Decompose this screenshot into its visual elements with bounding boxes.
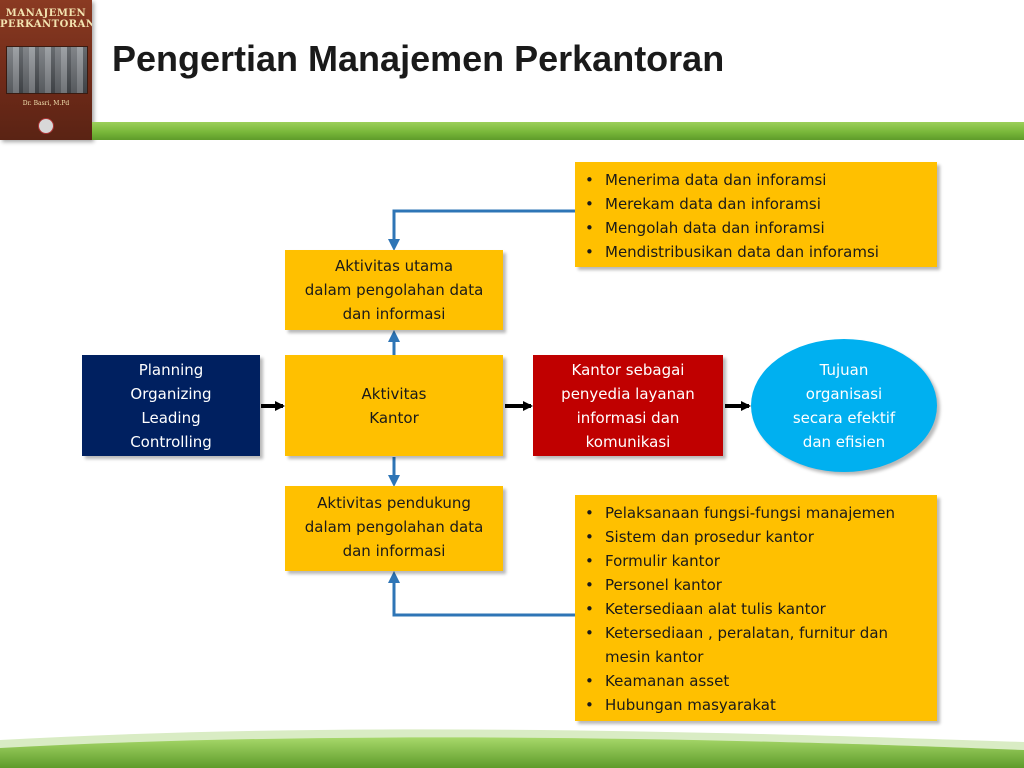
management-functions-box: Planning Organizing Leading Controlling (82, 355, 260, 456)
list-item: Mendistribusikan data dan inforamsi (583, 240, 929, 264)
arrow-support-list-to-support (388, 571, 575, 617)
list-item: Hubungan masyarakat (583, 693, 929, 717)
support-activity-list-box: Pelaksanaan fungsi-fungsi manajemen Sist… (575, 495, 937, 721)
list-item: Menerima data dan inforamsi (583, 168, 929, 192)
list-item: Mengolah data dan inforamsi (583, 216, 929, 240)
organization-goal-ellipse: Tujuan organisasi secara efektif dan efi… (751, 339, 937, 472)
arrow-main-list-to-main (388, 209, 575, 251)
book-title: MANAJEMEN PERKANTORAN (0, 8, 92, 30)
main-activity-box: Aktivitas utama dalam pengolahan data da… (285, 250, 503, 330)
support-activity-box: Aktivitas pendukung dalam pengolahan dat… (285, 486, 503, 571)
main-activity-list-box: Menerima data dan inforamsi Merekam data… (575, 162, 937, 267)
list-item: Sistem dan prosedur kantor (583, 525, 929, 549)
book-author: Dr. Basri, M.Pd (22, 100, 70, 107)
page-title: Pengertian Manajemen Perkantoran (112, 38, 725, 79)
list-item: Merekam data dan inforamsi (583, 192, 929, 216)
publisher-logo-icon (38, 118, 54, 134)
list-item: Pelaksanaan fungsi-fungsi manajemen (583, 501, 929, 525)
header-green-bar (92, 122, 1024, 140)
list-item: Ketersediaan , peralatan, furnitur dan m… (583, 621, 929, 669)
book-photo (6, 46, 88, 94)
list-item: Formulir kantor (583, 549, 929, 573)
list-item: Keamanan asset (583, 669, 929, 693)
footer-green-wave (0, 729, 1024, 768)
list-item: Personel kantor (583, 573, 929, 597)
office-service-box: Kantor sebagai penyedia layanan informas… (533, 355, 723, 456)
list-item: Ketersediaan alat tulis kantor (583, 597, 929, 621)
office-activity-box: Aktivitas Kantor (285, 355, 503, 456)
book-cover-image: MANAJEMEN PERKANTORAN Dr. Basri, M.Pd (0, 0, 92, 140)
